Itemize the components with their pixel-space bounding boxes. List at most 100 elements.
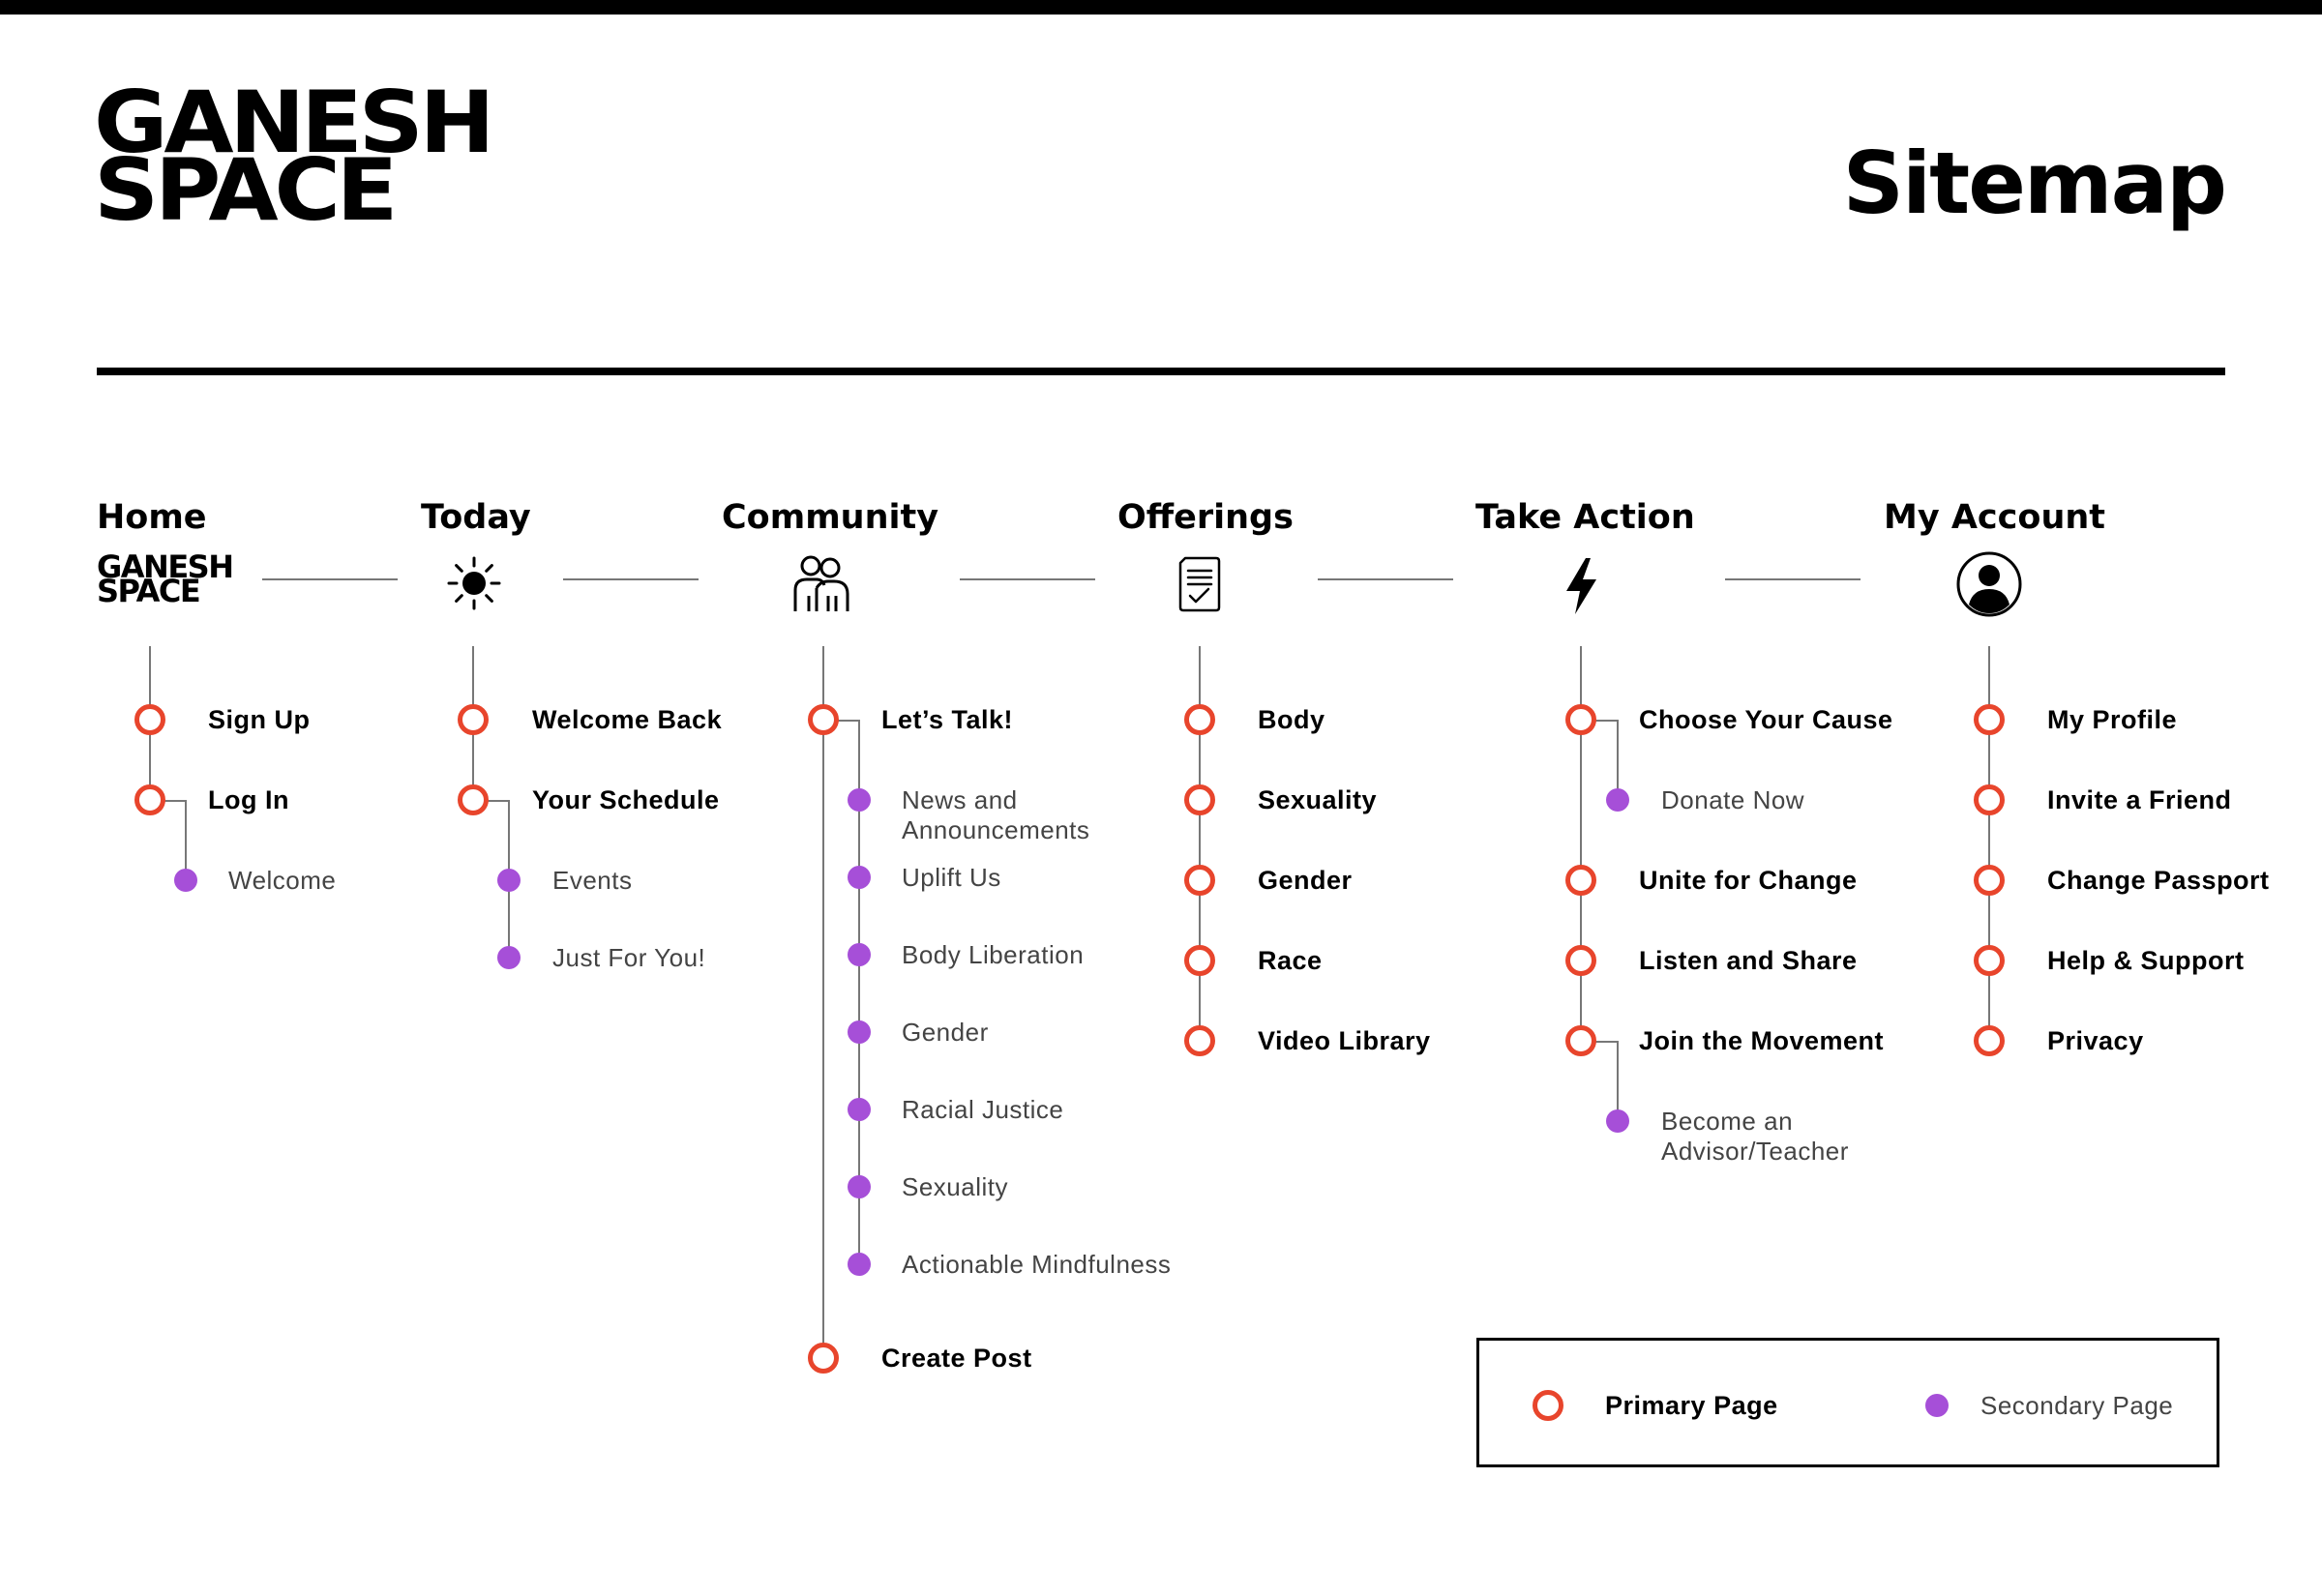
- secondary-page-marker: [848, 1253, 871, 1276]
- secondary-page-marker: [848, 1175, 871, 1198]
- primary-page-marker: [1184, 1025, 1215, 1056]
- secondary-page-marker: [1606, 788, 1629, 812]
- mini-logo-line-1: GANESH: [97, 548, 234, 585]
- header-connector: [1725, 578, 1861, 580]
- page-video-library[interactable]: Video Library: [1258, 1026, 1431, 1055]
- tree-connector: [508, 880, 510, 958]
- tree-connector: [1199, 646, 1201, 1042]
- page-donate-now[interactable]: Donate Now: [1661, 785, 1805, 814]
- page-create-post[interactable]: Create Post: [881, 1344, 1032, 1373]
- secondary-page-marker: [848, 1098, 871, 1121]
- secondary-page-marker: [174, 869, 197, 892]
- page-gender[interactable]: Gender: [1258, 866, 1353, 895]
- mini-logo-line-2: SPACE: [97, 573, 201, 609]
- tree-connector: [822, 646, 824, 1359]
- news-label-line-2: Announcements: [902, 815, 1090, 844]
- lightning-bolt-icon: [1566, 558, 1596, 614]
- branch-connector: [1581, 1041, 1619, 1123]
- page-join-the-movement[interactable]: Join the Movement: [1639, 1026, 1885, 1055]
- top-bar: [0, 0, 2322, 15]
- column-title-community: Community: [722, 498, 939, 537]
- primary-page-marker: [1974, 1025, 2005, 1056]
- page-news-and-announcements[interactable]: News and Announcements: [902, 785, 1089, 845]
- column-title-my-account: My Account: [1884, 498, 2106, 537]
- branch-connector: [1581, 720, 1619, 802]
- page-become-an-advisor-teacher[interactable]: Become an Advisor/Teacher: [1661, 1107, 1849, 1167]
- primary-page-marker: [1565, 945, 1596, 976]
- primary-page-marker: [1974, 945, 2005, 976]
- branch-connector: [150, 800, 187, 882]
- page-racial-justice[interactable]: Racial Justice: [902, 1095, 1064, 1124]
- user-circle-icon: [1956, 551, 2022, 617]
- secondary-page-marker: [1606, 1109, 1629, 1133]
- page-sexuality[interactable]: Sexuality: [1258, 785, 1378, 814]
- tree-connector: [1580, 646, 1582, 1042]
- legend-primary-marker: [1533, 1390, 1563, 1421]
- advisor-label-line-1: Become an: [1661, 1107, 1794, 1136]
- page-choose-your-cause[interactable]: Choose Your Cause: [1639, 705, 1893, 734]
- page-lets-talk[interactable]: Let’s Talk!: [881, 705, 1014, 734]
- page-body[interactable]: Body: [1258, 705, 1325, 734]
- header-connector: [1318, 578, 1453, 580]
- primary-page-marker: [1974, 704, 2005, 735]
- primary-page-marker: [134, 784, 165, 815]
- page-events[interactable]: Events: [552, 866, 633, 895]
- primary-page-marker: [134, 704, 165, 735]
- branch-connector: [473, 800, 510, 882]
- page-privacy[interactable]: Privacy: [2047, 1026, 2144, 1055]
- page-your-schedule[interactable]: Your Schedule: [532, 785, 720, 814]
- page-title: Sitemap: [1842, 133, 2227, 233]
- page-listen-and-share[interactable]: Listen and Share: [1639, 946, 1858, 975]
- page-welcome[interactable]: Welcome: [228, 866, 337, 895]
- page-welcome-back[interactable]: Welcome Back: [532, 705, 723, 734]
- primary-page-marker: [458, 704, 489, 735]
- header-divider: [97, 368, 2225, 375]
- page-my-profile[interactable]: My Profile: [2047, 705, 2178, 734]
- secondary-page-marker: [848, 866, 871, 889]
- header-connector: [563, 578, 699, 580]
- secondary-page-marker: [848, 1020, 871, 1044]
- secondary-page-marker: [497, 946, 521, 969]
- news-label-line-1: News and: [902, 785, 1018, 814]
- legend-primary-label: Primary Page: [1605, 1391, 1778, 1420]
- primary-page-marker: [1184, 704, 1215, 735]
- page-invite-a-friend[interactable]: Invite a Friend: [2047, 785, 2232, 814]
- brand-logo-line-2: SPACE: [94, 140, 398, 240]
- primary-page-marker: [808, 704, 839, 735]
- page-uplift-us[interactable]: Uplift Us: [902, 863, 1001, 892]
- checklist-document-icon: [1178, 556, 1221, 612]
- legend-secondary-marker: [1925, 1394, 1949, 1417]
- primary-page-marker: [1974, 865, 2005, 896]
- people-icon: [793, 555, 849, 611]
- page-gender[interactable]: Gender: [902, 1018, 989, 1047]
- legend: Primary Page Secondary Page: [1476, 1338, 2219, 1467]
- page-actionable-mindfulness[interactable]: Actionable Mindfulness: [902, 1250, 1172, 1279]
- page-unite-for-change[interactable]: Unite for Change: [1639, 866, 1858, 895]
- column-title-take-action: Take Action: [1475, 498, 1695, 537]
- page-log-in[interactable]: Log In: [208, 785, 289, 814]
- page-body-liberation[interactable]: Body Liberation: [902, 940, 1085, 969]
- page-race[interactable]: Race: [1258, 946, 1323, 975]
- primary-page-marker: [1565, 865, 1596, 896]
- page-change-passport[interactable]: Change Passport: [2047, 866, 2270, 895]
- page-just-for-you[interactable]: Just For You!: [552, 943, 706, 972]
- header-connector: [960, 578, 1095, 580]
- primary-page-marker: [1184, 865, 1215, 896]
- column-title-offerings: Offerings: [1117, 498, 1294, 537]
- legend-secondary-label: Secondary Page: [1980, 1391, 2174, 1420]
- page-sexuality[interactable]: Sexuality: [902, 1172, 1008, 1201]
- column-title-today: Today: [421, 498, 531, 537]
- secondary-page-marker: [848, 788, 871, 812]
- secondary-page-marker: [497, 869, 521, 892]
- primary-page-marker: [1565, 704, 1596, 735]
- page-sign-up[interactable]: Sign Up: [208, 705, 311, 734]
- page-help-and-support[interactable]: Help & Support: [2047, 946, 2245, 975]
- advisor-label-line-2: Advisor/Teacher: [1661, 1137, 1849, 1166]
- primary-page-marker: [1974, 784, 2005, 815]
- secondary-page-marker: [848, 943, 871, 966]
- tree-connector: [1988, 646, 1990, 1042]
- sun-icon: [447, 556, 501, 610]
- primary-page-marker: [808, 1343, 839, 1374]
- ganesh-space-logo-icon: GANESH SPACE: [97, 548, 234, 609]
- branch-connector: [823, 720, 860, 1267]
